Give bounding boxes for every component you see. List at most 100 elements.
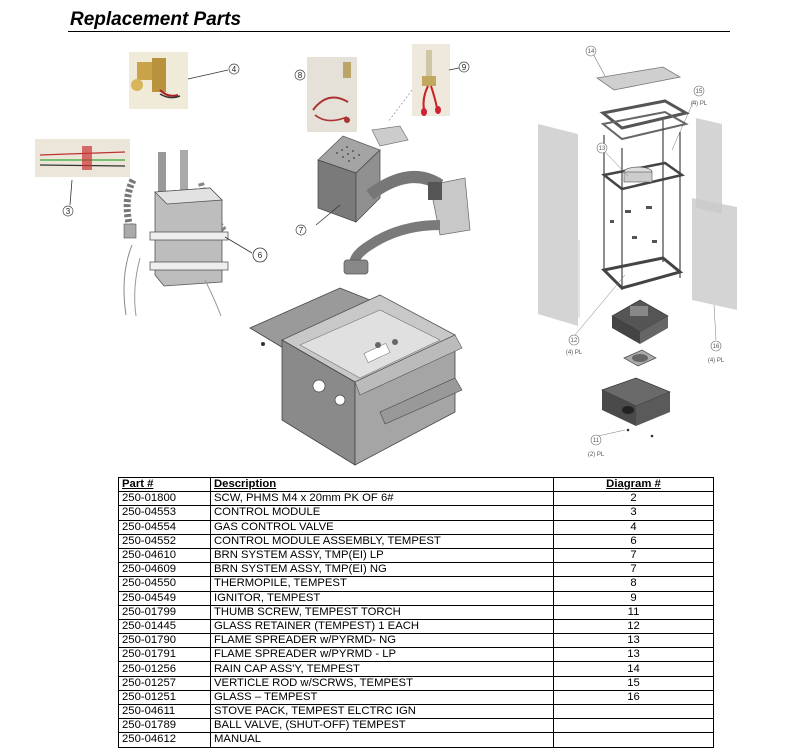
diagram-number-cell: [553, 732, 714, 748]
callout-label: 15: [696, 89, 703, 95]
description-cell: BALL VALVE, (SHUT-OFF) TEMPEST: [210, 718, 554, 734]
diagram-number-cell: 8: [553, 576, 714, 592]
part-number-cell: 250-01251: [118, 689, 211, 706]
callout-3: 3: [62, 205, 74, 217]
description-cell: RAIN CAP ASS'Y, TEMPEST: [210, 661, 554, 677]
diagram-number-cell: 15: [553, 675, 714, 691]
part-number-cell: 250-04610: [118, 547, 211, 564]
title-rule: [68, 31, 730, 32]
callout-7: 7: [295, 224, 307, 236]
diagram-number-cell: 3: [553, 505, 714, 521]
ignitor-photo: [387, 44, 460, 123]
description-cell: BRN SYSTEM ASSY, TMP(EI) NG: [210, 562, 554, 578]
description-cell: THERMOPILE, TEMPEST: [210, 576, 554, 592]
callout-label: 11: [593, 438, 600, 444]
part-number-cell: 250-04552: [118, 533, 211, 549]
part-number-cell: 250-01789: [118, 718, 211, 734]
part-number-cell: 250-04553: [118, 505, 211, 521]
page-title: Replacement Parts: [70, 9, 242, 30]
stove-base-box: [249, 287, 463, 466]
diagram-number-cell: 2: [553, 491, 714, 507]
part-number-cell: 250-04550: [118, 576, 211, 592]
callout-label: 12: [571, 338, 578, 344]
callout-11: 11 (2) PL: [588, 434, 605, 458]
diagram-number-cell: 13: [553, 633, 714, 649]
part-number-cell: 250-04612: [118, 732, 211, 748]
description-cell: GLASS – TEMPEST: [210, 689, 554, 706]
parts-exploded-diagram: 4 8 9 14 15 (4) PL: [35, 44, 737, 466]
diagram-number-cell: 11: [553, 604, 714, 620]
callout-15: 15 (4) PL: [671, 85, 708, 151]
description-cell: THUMB SCREW, TEMPEST TORCH: [210, 604, 554, 620]
callout-quantity: (4) PL: [708, 358, 725, 364]
part-number-cell: 250-01800: [118, 491, 211, 507]
callout-9: 9: [458, 61, 470, 73]
part-number-cell: 250-04611: [118, 703, 211, 720]
callout-12: 12 (4) PL: [566, 334, 583, 356]
diagram-number-cell: 13: [553, 647, 714, 663]
callout-4: 4: [228, 63, 240, 75]
callout-label: 7: [299, 226, 304, 235]
description-cell: GLASS RETAINER (TEMPEST) 1 EACH: [210, 618, 554, 635]
callout-label: 13: [599, 146, 606, 152]
description-cell: CONTROL MODULE ASSEMBLY, TEMPEST: [210, 533, 554, 549]
diagram-number-cell: 7: [553, 562, 714, 578]
description-cell: BRN SYSTEM ASSY, TMP(EI) LP: [210, 547, 554, 564]
callout-14: 14: [585, 45, 597, 57]
rain-cap: [590, 49, 682, 91]
part-number-cell: 250-01257: [118, 675, 211, 691]
part-number-cell: 250-01791: [118, 647, 211, 663]
stove-tower: [538, 118, 737, 438]
diagram-number-cell: 7: [553, 547, 714, 564]
callout-quantity: (2) PL: [588, 452, 605, 458]
description-cell: MANUAL: [210, 732, 554, 748]
part-number-cell: 250-01799: [118, 604, 211, 620]
callout-16: 16 (4) PL: [708, 340, 725, 364]
header-diagram-number: Diagram #: [553, 476, 714, 493]
callout-6: 6: [252, 247, 268, 263]
description-cell: STOVE PACK, TEMPEST ELCTRC IGN: [210, 703, 554, 720]
diagram-number-cell: 14: [553, 661, 714, 677]
diagram-number-cell: 9: [553, 590, 714, 606]
description-cell: IGNITOR, TEMPEST: [210, 590, 554, 606]
diagram-number-cell: 16: [553, 689, 714, 706]
part-number-cell: 250-01256: [118, 661, 211, 677]
description-cell: CONTROL MODULE: [210, 505, 554, 521]
callout-label: 6: [258, 251, 263, 260]
description-cell: FLAME SPREADER w/PYRMD - LP: [210, 647, 554, 663]
callout-label: 4: [232, 65, 237, 74]
callout-quantity: (4) PL: [566, 350, 583, 356]
diagram-number-cell: [553, 718, 714, 734]
part-number-cell: 250-04609: [118, 562, 211, 578]
description-cell: SCW, PHMS M4 x 20mm PK OF 6#: [210, 491, 554, 507]
diagram-number-cell: [553, 703, 714, 720]
header-description: Description: [210, 476, 554, 493]
burner-system: [315, 125, 471, 275]
diagram-number-cell: 4: [553, 519, 714, 535]
part-number-cell: 250-01445: [118, 618, 211, 635]
part-number-cell: 250-01790: [118, 633, 211, 649]
diagram-number-cell: 12: [553, 618, 714, 635]
callout-label: 3: [66, 207, 71, 216]
callout-quantity: (4) PL: [691, 101, 708, 107]
part-number-cell: 250-04549: [118, 590, 211, 606]
callout-label: 8: [298, 71, 303, 80]
description-cell: FLAME SPREADER w/PYRMD- NG: [210, 633, 554, 649]
